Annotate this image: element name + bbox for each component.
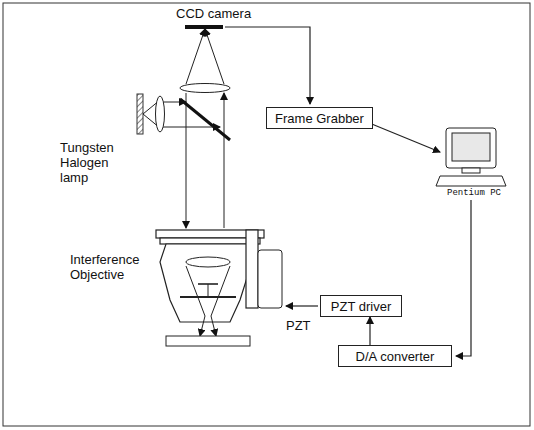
part-label: CCD camera: [176, 6, 296, 21]
process-box: Frame Grabber: [266, 107, 373, 129]
part-label: Tungsten Halogen lamp: [60, 140, 140, 185]
part-label: Pentium PC: [432, 188, 516, 199]
box-label: PZT driver: [325, 299, 397, 314]
pzt-actuator: [258, 250, 282, 308]
collector-lens: [156, 96, 165, 132]
lamp-filament: [137, 94, 143, 134]
pentium-pc-icon: [436, 128, 506, 186]
box-label: Frame Grabber: [269, 111, 370, 126]
sample: [166, 336, 250, 346]
box-label: D/A converter: [350, 349, 441, 364]
part-label: PZT: [286, 318, 326, 333]
process-box: PZT driver: [320, 295, 402, 317]
objective-housing: [156, 230, 264, 322]
beam-splitter: [180, 99, 230, 140]
part-label: Interference Objective: [70, 252, 160, 282]
signal-arrow: [369, 317, 370, 345]
objective-lens: [186, 257, 230, 267]
tube-lens: [180, 84, 230, 93]
ccd-sensor: [185, 25, 223, 29]
process-box: D/A converter: [338, 345, 452, 367]
